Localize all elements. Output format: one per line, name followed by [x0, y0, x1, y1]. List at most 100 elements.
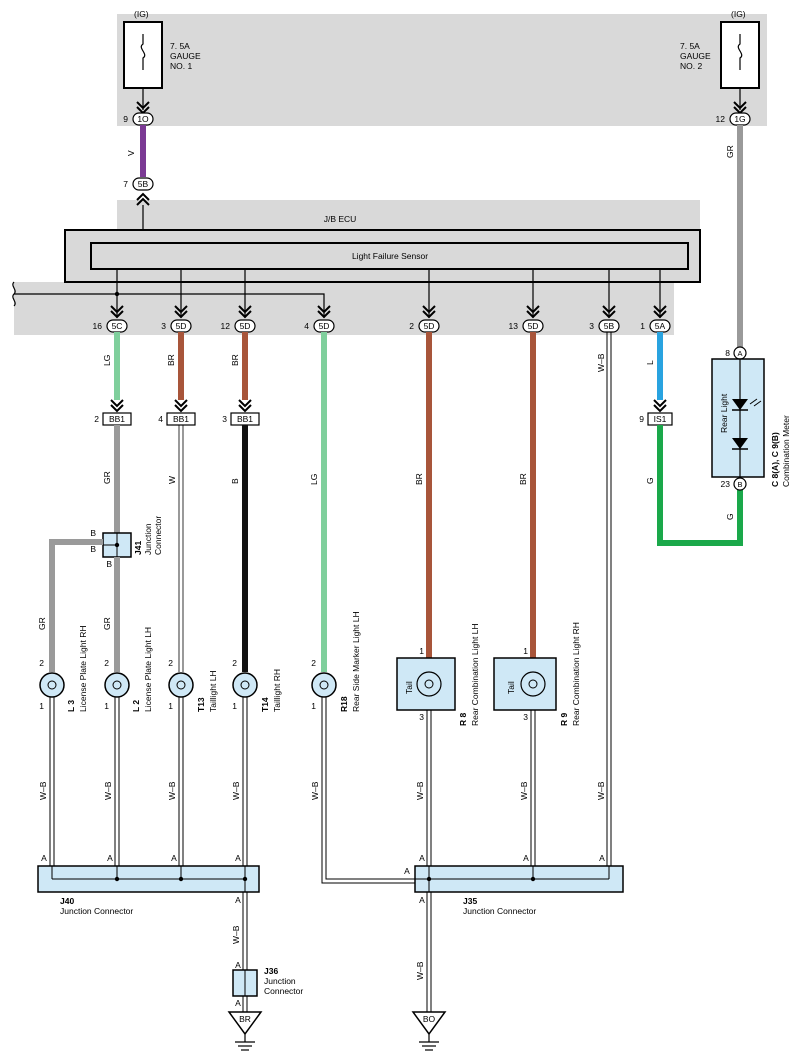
svg-text:1: 1 [311, 701, 316, 711]
svg-text:5D: 5D [528, 321, 539, 331]
bulb-icon [240, 680, 250, 690]
svg-text:4: 4 [158, 414, 163, 424]
svg-text:BO: BO [423, 1014, 436, 1024]
wire-v-label: V [126, 150, 136, 156]
j41-code: J41 [133, 541, 143, 555]
bb1-connector-1: BB1 4 [158, 412, 196, 426]
fuse2-no: NO. 2 [680, 61, 702, 71]
svg-text:16: 16 [93, 321, 103, 331]
svg-text:1: 1 [39, 701, 44, 711]
junction-block-region-top [117, 14, 767, 126]
wire-gr-j41-l3 [49, 539, 103, 672]
svg-text:W–B: W–B [519, 781, 529, 800]
conn-1o-id: 1O [137, 114, 149, 124]
svg-text:A: A [419, 853, 425, 863]
j35-code: J35 [463, 896, 477, 906]
svg-text:Tail: Tail [506, 681, 516, 694]
svg-text:4: 4 [304, 321, 309, 331]
svg-text:T14: T14 [260, 697, 270, 712]
fuse-gauge-no1 [123, 21, 163, 89]
svg-text:3: 3 [419, 712, 424, 722]
svg-text:Taillight LH: Taillight LH [208, 670, 218, 712]
ig-label-left: (IG) [134, 9, 149, 19]
svg-text:B: B [230, 478, 240, 484]
svg-text:A: A [235, 960, 241, 970]
wire-wb-5b [606, 332, 612, 866]
svg-text:A: A [599, 853, 605, 863]
svg-text:BR: BR [166, 354, 176, 366]
ecu-pin-6: 5B 3 [589, 319, 620, 333]
conn-1o-pin: 9 [123, 114, 128, 124]
j35-name: Junction Connector [463, 906, 536, 916]
fuse-gauge-no2 [720, 21, 760, 89]
led-icon [732, 398, 762, 411]
j36-code: J36 [264, 966, 278, 976]
svg-text:1: 1 [232, 701, 237, 711]
svg-text:5D: 5D [240, 321, 251, 331]
svg-text:License Plate Light RH: License Plate Light RH [78, 626, 88, 712]
svg-text:W–B: W–B [415, 961, 425, 980]
ecu-title: J/B ECU [324, 214, 357, 224]
svg-text:1: 1 [419, 646, 424, 656]
svg-text:Tail: Tail [404, 681, 414, 694]
fuse-icon [140, 34, 146, 70]
svg-text:LG: LG [102, 355, 112, 366]
svg-text:B: B [737, 480, 742, 489]
svg-text:W–B: W–B [103, 781, 113, 800]
svg-text:5D: 5D [319, 321, 330, 331]
bulb-icon [47, 680, 57, 690]
bulb-icon [176, 680, 186, 690]
bulb-icon [319, 680, 329, 690]
meter-name: Combination Meter [781, 415, 791, 487]
svg-text:GR: GR [37, 617, 47, 630]
svg-text:5D: 5D [176, 321, 187, 331]
svg-text:5C: 5C [112, 321, 123, 331]
svg-text:Connector: Connector [153, 516, 163, 555]
is1-connector: IS1 9 [639, 412, 673, 426]
svg-text:L: L [645, 360, 655, 365]
j40-name: Junction Connector [60, 906, 133, 916]
svg-text:Connector: Connector [264, 986, 303, 996]
svg-text:2: 2 [311, 658, 316, 668]
light-failure-sensor-label: Light Failure Sensor [352, 251, 428, 261]
svg-text:T13: T13 [196, 697, 206, 712]
svg-text:BB1: BB1 [109, 414, 125, 424]
svg-text:IS1: IS1 [654, 414, 667, 424]
lamp-l3: 2 1 [39, 658, 65, 711]
svg-text:3: 3 [523, 712, 528, 722]
svg-text:Junction: Junction [143, 523, 153, 555]
svg-text:LG: LG [309, 474, 319, 485]
ig-label-right: (IG) [731, 9, 746, 19]
ecu-pin-0: 5C 16 [93, 319, 128, 333]
j40-code: J40 [60, 896, 74, 906]
svg-text:A: A [41, 853, 47, 863]
svg-text:License Plate Light LH: License Plate Light LH [143, 627, 153, 712]
svg-text:Rear Side Marker Light LH: Rear Side Marker Light LH [351, 611, 361, 712]
bulb-icon [528, 679, 538, 689]
svg-text:2: 2 [232, 658, 237, 668]
svg-text:L 3: L 3 [66, 700, 76, 712]
junction-block-region-mid [117, 200, 700, 234]
fuse2-rating: 7. 5A [680, 41, 700, 51]
svg-text:23: 23 [721, 479, 731, 489]
meter-inner-label: Rear Light [719, 393, 729, 433]
ground-br: BR [227, 1011, 263, 1051]
bulb-icon [112, 680, 122, 690]
svg-text:2: 2 [409, 321, 414, 331]
fuse1-rating: 7. 5A [170, 41, 190, 51]
svg-text:W–B: W–B [231, 925, 241, 944]
svg-text:Rear Combination Light LH: Rear Combination Light LH [470, 623, 480, 726]
ground-icon [419, 1034, 439, 1051]
conn-1g-id: 1G [734, 114, 745, 124]
svg-text:BR: BR [518, 473, 528, 485]
svg-text:R 8: R 8 [458, 713, 468, 727]
ecu-pin-5: 5D 13 [509, 319, 544, 333]
svg-text:R18: R18 [339, 696, 349, 712]
fuse2-name: GAUGE [680, 51, 711, 61]
light-failure-sensor-box [90, 242, 689, 270]
diode-icon [732, 438, 748, 450]
svg-text:B: B [106, 559, 112, 569]
svg-text:B: B [90, 544, 96, 554]
svg-text:G: G [645, 477, 655, 484]
conn-5b-top-pin: 7 [123, 179, 128, 189]
